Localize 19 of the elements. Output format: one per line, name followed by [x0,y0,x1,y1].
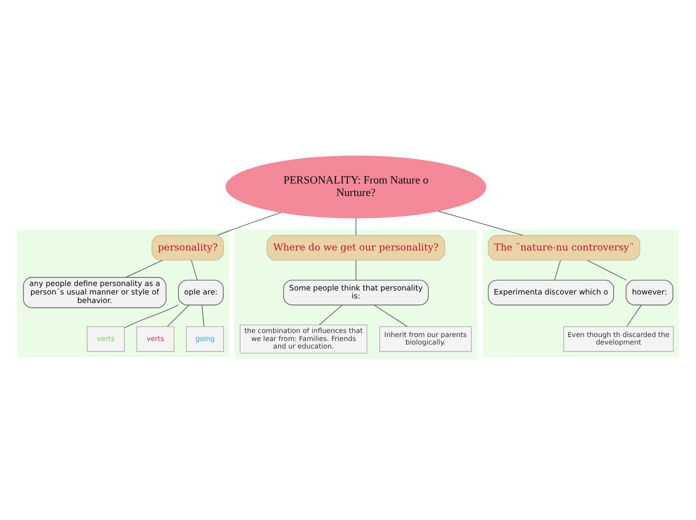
node-box: The ¨nature-nu controversy¨ [488,235,640,261]
connector [202,304,204,327]
connector [191,260,198,280]
connector [586,260,627,280]
cluster [234,230,478,360]
connector [554,260,561,280]
connector [167,304,190,327]
connector [124,304,179,328]
connector [217,212,282,236]
cluster [482,230,679,358]
node-box: personality? [152,235,224,261]
cluster [17,230,230,358]
connector [438,210,524,236]
node-box: Where do we get our personality? [266,235,446,261]
node-ellipse: PERSONALITY: From Nature o Nurture? [226,156,486,218]
connector [626,304,642,327]
connector [126,260,163,278]
connector [318,304,343,326]
connector [374,304,408,327]
